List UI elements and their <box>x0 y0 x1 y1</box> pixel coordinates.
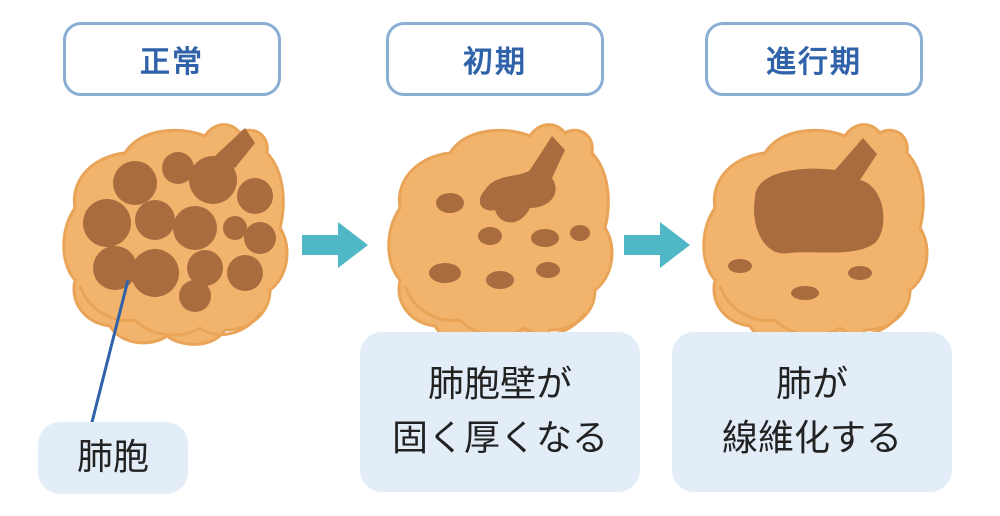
progression-arrow-1 <box>302 222 368 268</box>
advanced-stage-lung-illustration <box>702 123 929 346</box>
stage-label-advanced: 進行期 <box>705 22 923 96</box>
early-stage-note: 肺胞壁が 固く厚くなる <box>360 332 640 492</box>
thickened-cavities <box>429 136 590 289</box>
advanced-note-line-2: 線維化する <box>721 418 902 459</box>
progression-arrow-2 <box>624 222 690 268</box>
alveoli-label-text: 肺胞 <box>76 437 149 478</box>
early-stage-lung-illustration <box>387 123 614 346</box>
early-note-line-2: 固く厚くなる <box>391 418 608 459</box>
normal-lung-illustration <box>62 123 289 346</box>
alveolus-cavities <box>83 128 276 312</box>
early-note-line-1: 肺胞壁が <box>427 364 572 405</box>
fibrotic-cavities <box>728 138 884 300</box>
stage-label-early: 初期 <box>386 22 604 96</box>
stage-label-normal: 正常 <box>63 22 281 96</box>
advanced-stage-note: 肺が 線維化する <box>672 332 952 492</box>
alveoli-label: 肺胞 <box>38 422 188 494</box>
alveoli-leader-line <box>88 279 130 431</box>
advanced-note-line-1: 肺が <box>775 364 848 405</box>
